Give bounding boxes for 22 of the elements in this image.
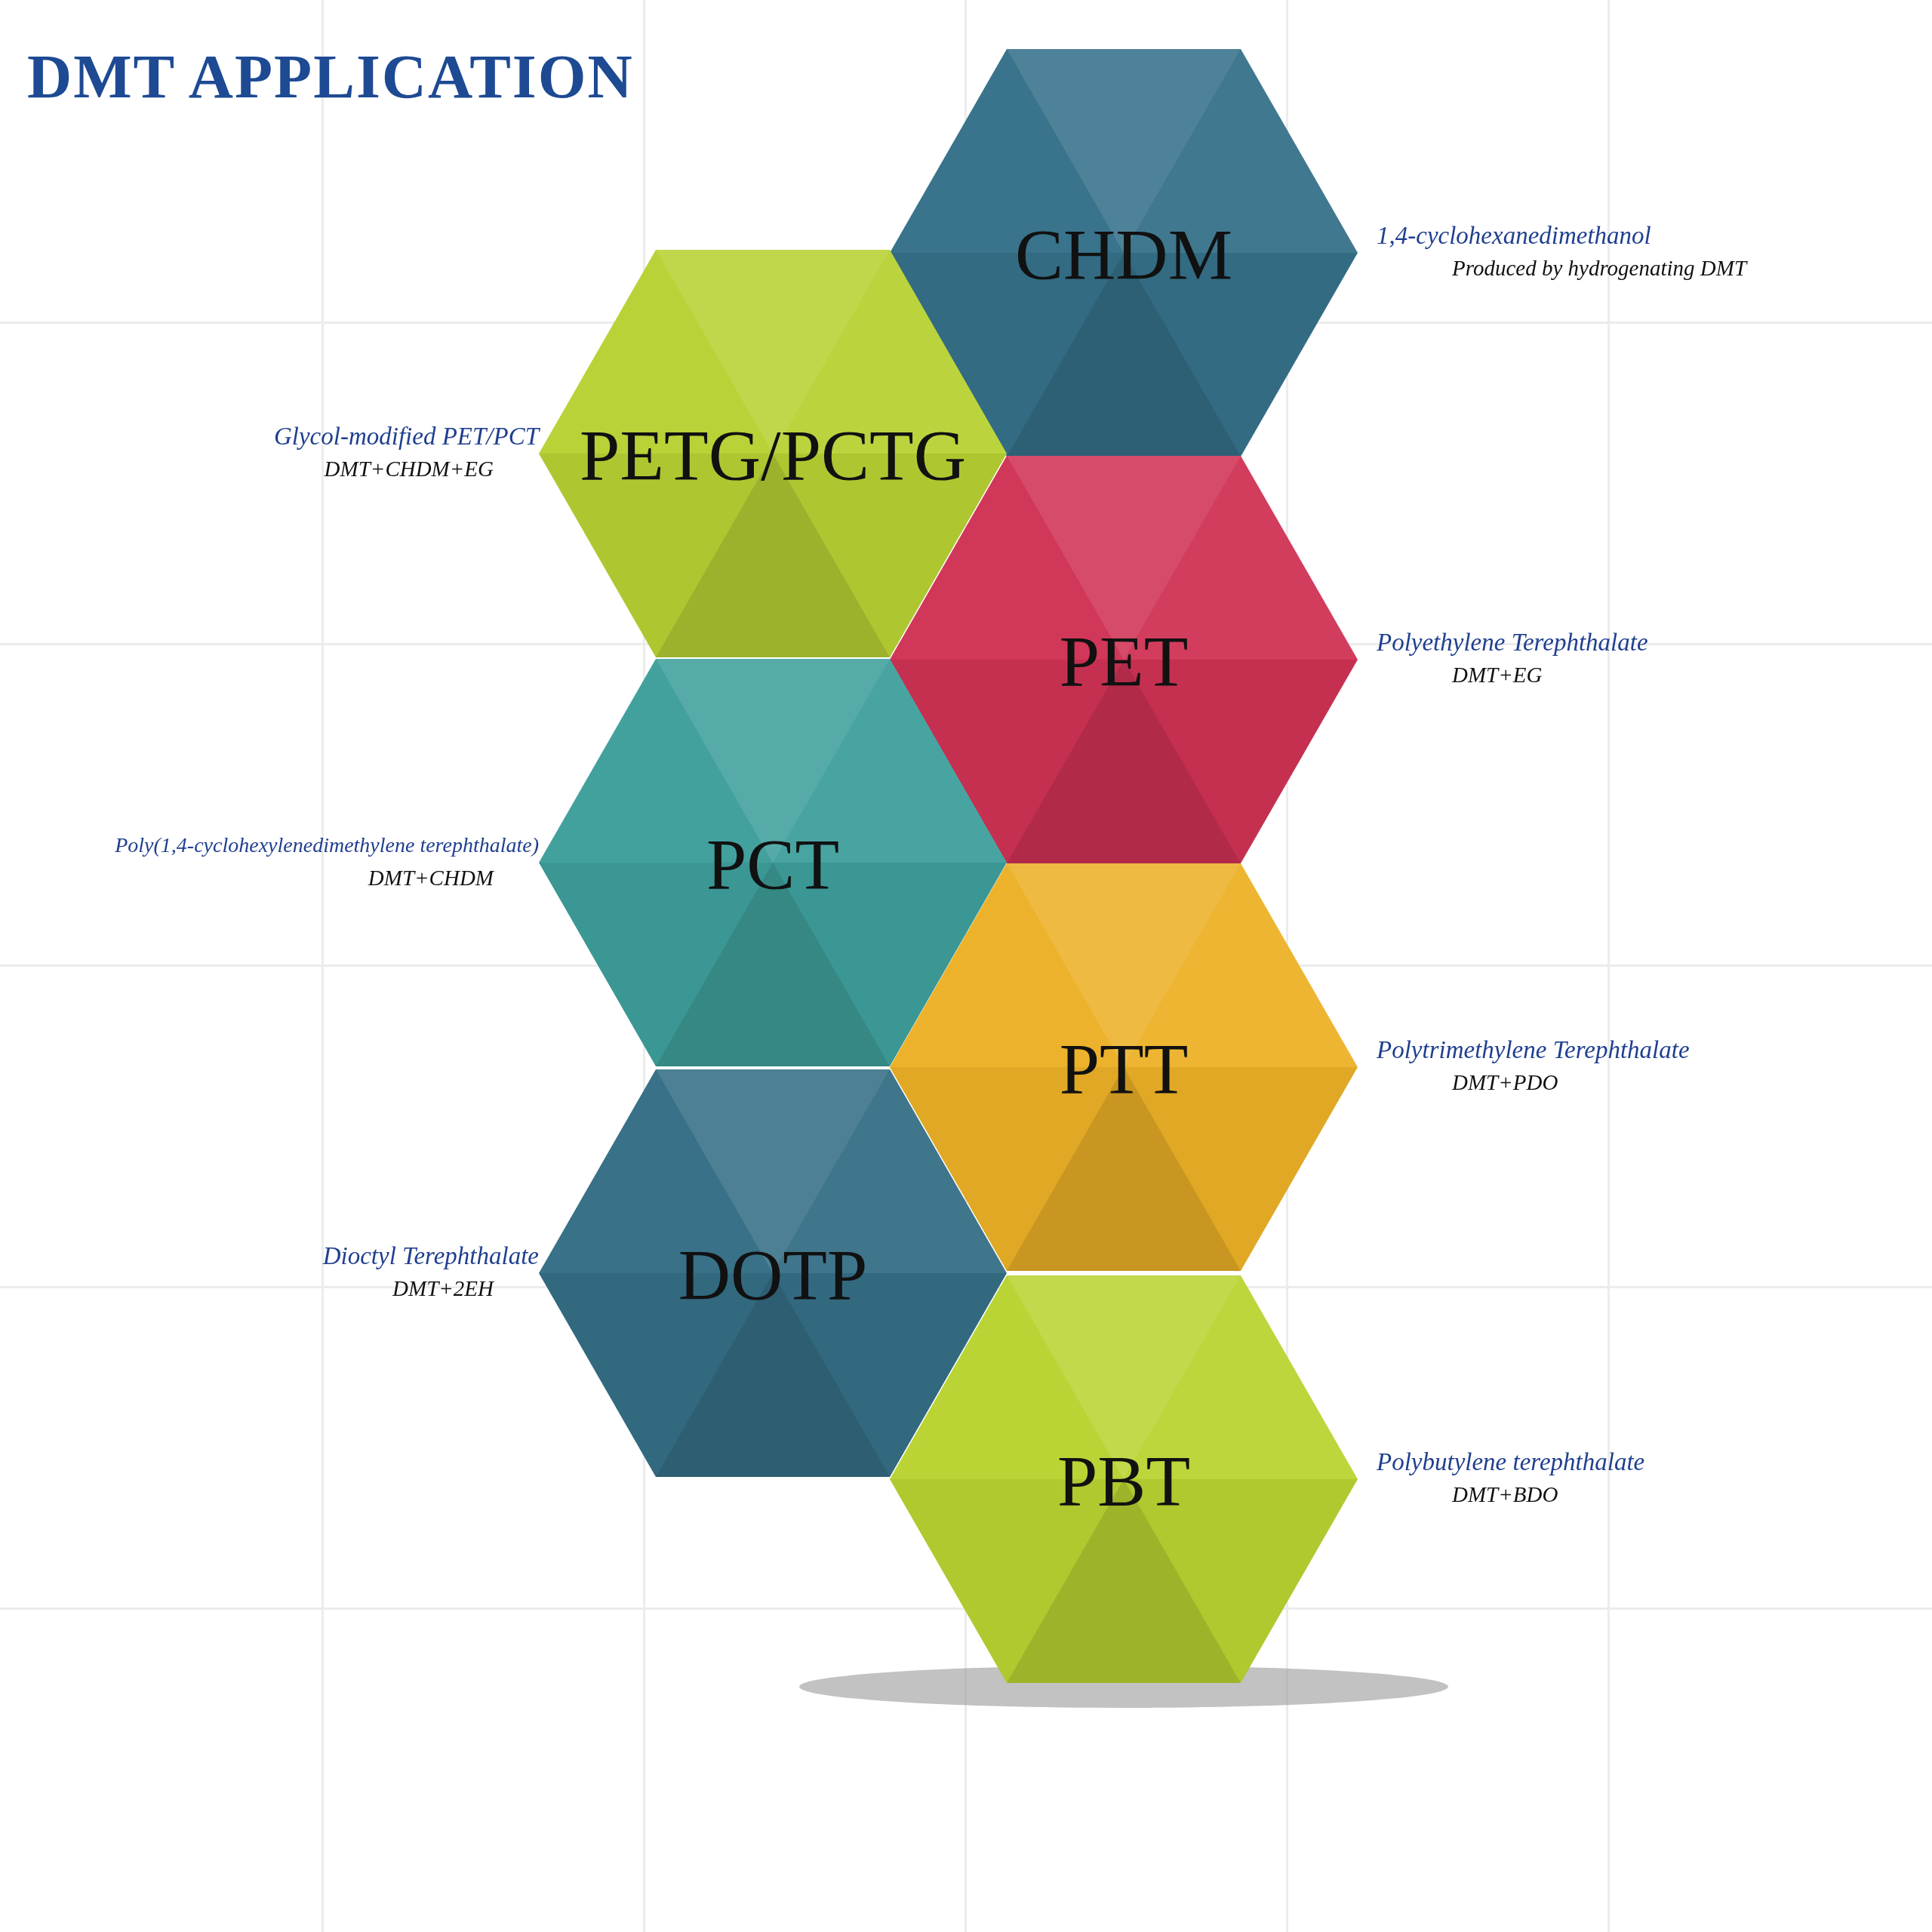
polymer-name: Dioctyl Terephthalate: [322, 1242, 539, 1269]
hexagon-label: PET: [1058, 626, 1189, 698]
hexagon-label: PTT: [1058, 1033, 1189, 1106]
formula-note: DMT+BDO: [1452, 1482, 1558, 1506]
formula-note: DMT+2EH: [392, 1276, 494, 1300]
formula-note: DMT+CHDM+EG: [324, 457, 494, 481]
polymer-name: Polyethylene Terephthalate: [1377, 629, 1648, 656]
formula-note: DMT+CHDM: [368, 866, 494, 890]
polymer-name: 1,4-cyclohexanedimethanol: [1377, 222, 1651, 249]
formula-note: Produced by hydrogenating DMT: [1452, 256, 1747, 280]
formula-note: DMT+EG: [1452, 663, 1543, 687]
polymer-name: Polybutylene terephthalate: [1377, 1448, 1645, 1475]
hexagon-label: DOTP: [677, 1239, 869, 1312]
formula-note: DMT+PDO: [1452, 1070, 1558, 1094]
title: DMT APPLICATION: [27, 42, 634, 112]
polymer-name: Poly(1,4-cyclohexylenedimethylene terephthalate): [115, 833, 539, 857]
polymer-name: Glycol-modified PET/PCT: [273, 423, 539, 450]
hexagon-label: PCT: [705, 829, 841, 901]
hexagon-label: PETG/PCTG: [578, 420, 968, 492]
polymer-name: Polytrimethylene Terephthalate: [1377, 1036, 1690, 1063]
hexagon-label: PBT: [1056, 1445, 1192, 1518]
hexagon-label: CHDM: [1014, 219, 1233, 291]
